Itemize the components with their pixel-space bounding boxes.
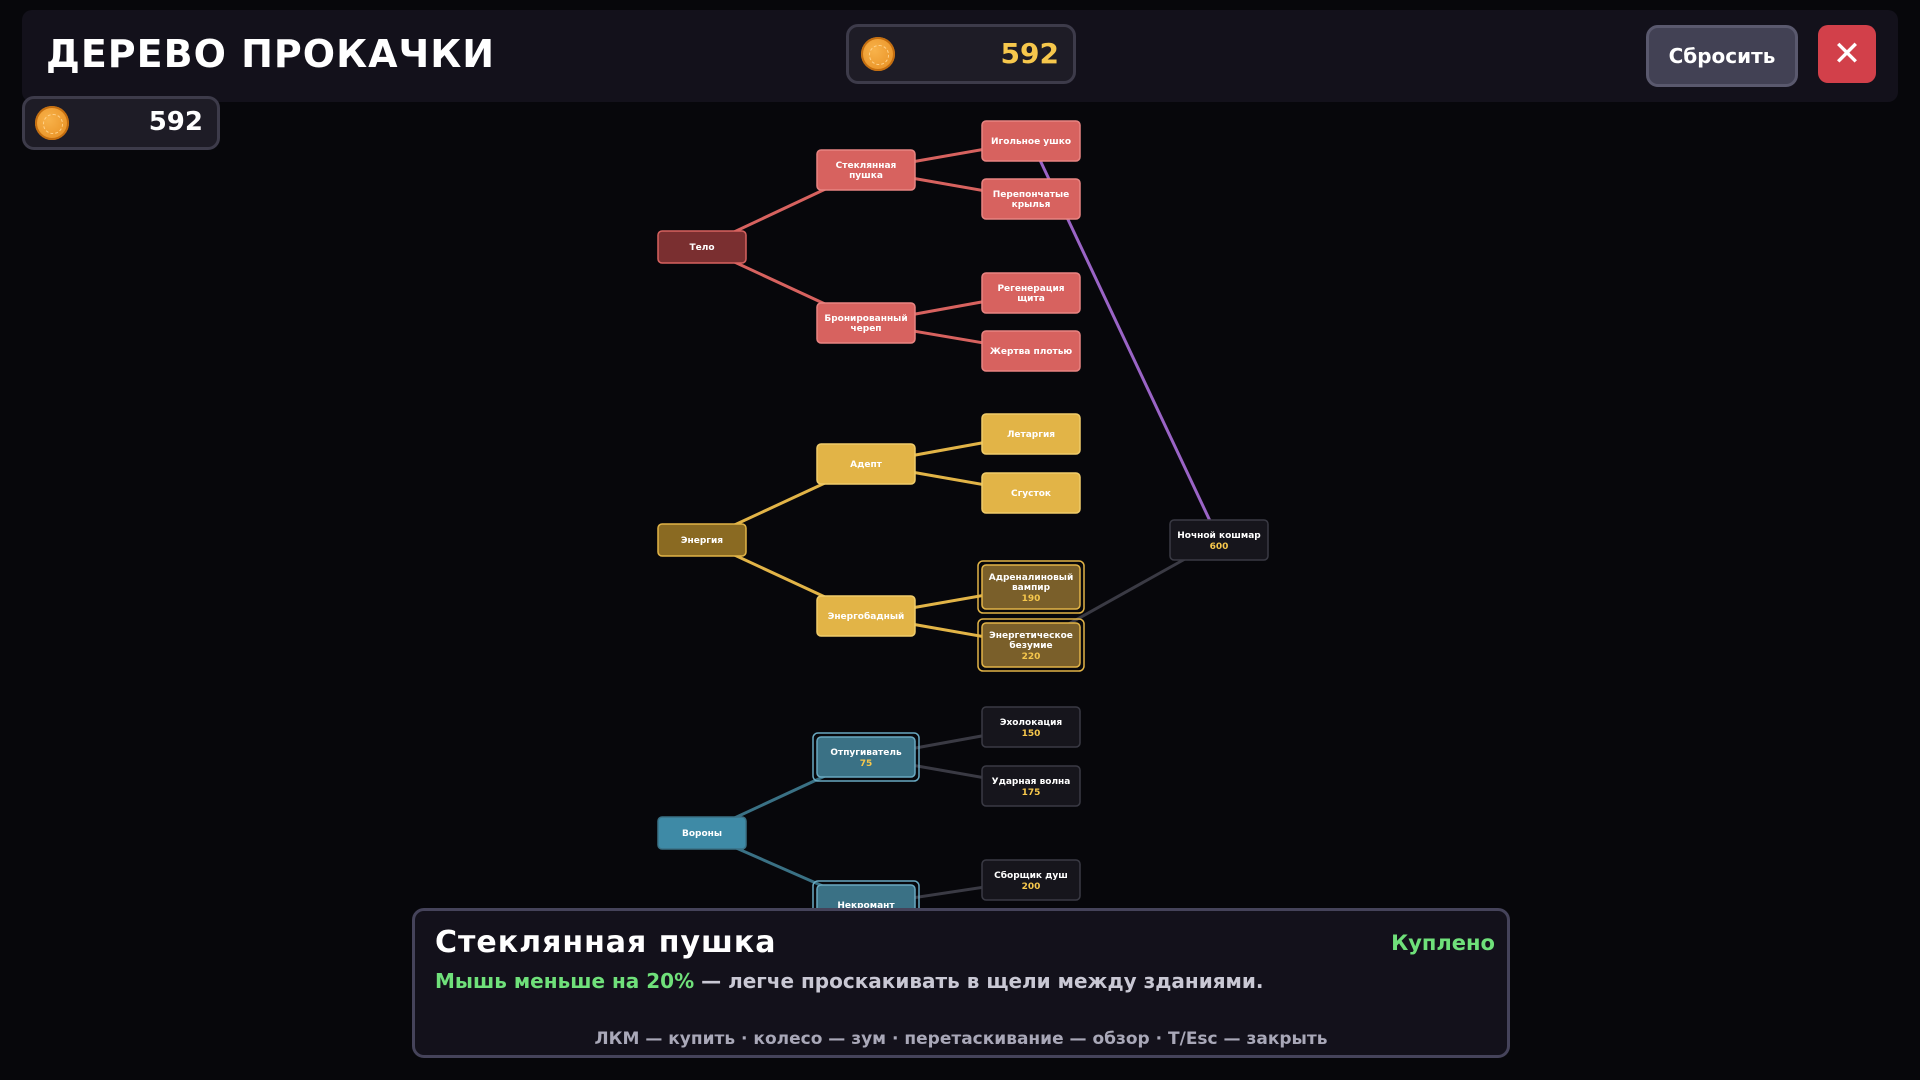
skill-node-label: Вороны <box>682 829 722 839</box>
skill-node-box <box>981 859 1081 901</box>
skill-node-energosb[interactable]: Энергобадный <box>816 595 916 637</box>
skill-node-price: 200 <box>1022 882 1041 892</box>
skill-node-box <box>981 472 1081 514</box>
top-bar: ДЕРЕВО ПРОКАЧКИ 592 Сбросить ✕ <box>22 10 1898 102</box>
skill-node-price: 220 <box>1022 652 1041 662</box>
coin-counter: 592 <box>846 24 1076 84</box>
skill-node-price: 175 <box>1022 788 1041 798</box>
skill-node-label: Адепт <box>850 460 883 470</box>
info-description: Мышь меньше на 20% — легче проскакивать … <box>435 969 1264 993</box>
skill-node-box <box>657 523 747 557</box>
skill-node-box <box>816 302 916 344</box>
skill-node-box <box>1169 519 1269 561</box>
skill-node-box <box>657 230 747 264</box>
skill-node-box <box>981 330 1081 372</box>
coin-icon <box>861 37 895 71</box>
info-description-rest: — легче проскакивать в щели между здания… <box>694 969 1264 993</box>
info-highlight: Мышь меньше на 20% <box>435 969 695 993</box>
skill-node-label: Сборщик душ <box>994 870 1068 881</box>
skill-node-box <box>981 765 1081 807</box>
skill-node-price: 150 <box>1022 729 1041 739</box>
skill-node-box <box>981 120 1081 162</box>
skill-node-price: 600 <box>1210 542 1229 552</box>
page-title: ДЕРЕВО ПРОКАЧКИ <box>46 32 496 76</box>
skill-node-energ[interactable]: Энергия <box>657 523 747 557</box>
coin-counter-secondary: 592 <box>22 96 220 150</box>
skill-node-adept[interactable]: Адепт <box>816 443 916 485</box>
close-icon: ✕ <box>1832 34 1862 74</box>
skill-node-box <box>981 272 1081 314</box>
skill-node-label: Энергобадный <box>828 611 905 622</box>
skill-node-box <box>816 595 916 637</box>
skill-node-box <box>816 443 916 485</box>
skill-node-label: Ударная волна <box>992 777 1071 787</box>
coin-amount: 592 <box>1000 37 1059 70</box>
skill-node-label: Ночной кошмар <box>1177 531 1261 541</box>
skill-node-outline <box>977 618 1085 672</box>
reset-button[interactable]: Сбросить <box>1646 25 1798 87</box>
skill-node-sgust[interactable]: Сгусток <box>981 472 1081 514</box>
skill-node-box <box>981 178 1081 220</box>
skill-node-price: 75 <box>860 759 873 769</box>
controls-hint: ЛКМ — купить · колесо — зум · перетаскив… <box>594 1029 1328 1049</box>
skill-node-outline <box>977 560 1085 614</box>
skill-node-box <box>816 736 916 778</box>
skill-node-zhert[interactable]: Жертва плотью <box>981 330 1081 372</box>
skill-node-box <box>981 622 1081 668</box>
coin-icon <box>35 106 69 140</box>
skill-node-label: Жертва плотью <box>990 347 1073 357</box>
skill-node-label: Энергия <box>681 536 723 546</box>
skill-node-box <box>981 564 1081 610</box>
skill-node-label: Сгусток <box>1011 489 1051 499</box>
skill-node-let[interactable]: Летаргия <box>981 413 1081 455</box>
skill-node-box <box>981 413 1081 455</box>
skill-node-outline <box>812 732 920 782</box>
skill-node-label: Игольное ушко <box>991 137 1071 147</box>
info-status: Куплено <box>1391 931 1495 955</box>
skill-node-box <box>657 816 747 850</box>
skill-node-vorony[interactable]: Вороны <box>657 816 747 850</box>
info-title: Стеклянная пушка <box>435 925 777 960</box>
skill-node-label: Летаргия <box>1007 430 1055 440</box>
skill-node-box <box>816 149 916 191</box>
skill-node-igol[interactable]: Игольное ушко <box>981 120 1081 162</box>
skill-node-label: Некромант <box>837 901 895 911</box>
skill-node-box <box>981 706 1081 748</box>
skill-node-label: Отпугиватель <box>830 748 902 758</box>
close-button[interactable]: ✕ <box>1818 25 1876 83</box>
skill-node-label: Тело <box>689 243 714 253</box>
skill-node-telo[interactable]: Тело <box>657 230 747 264</box>
info-panel: Стеклянная пушка Куплено Мышь меньше на … <box>412 908 1510 1058</box>
coin-amount-secondary: 592 <box>148 107 203 137</box>
skill-node-price: 190 <box>1022 594 1041 604</box>
skill-node-label: Эхолокация <box>1000 718 1063 728</box>
